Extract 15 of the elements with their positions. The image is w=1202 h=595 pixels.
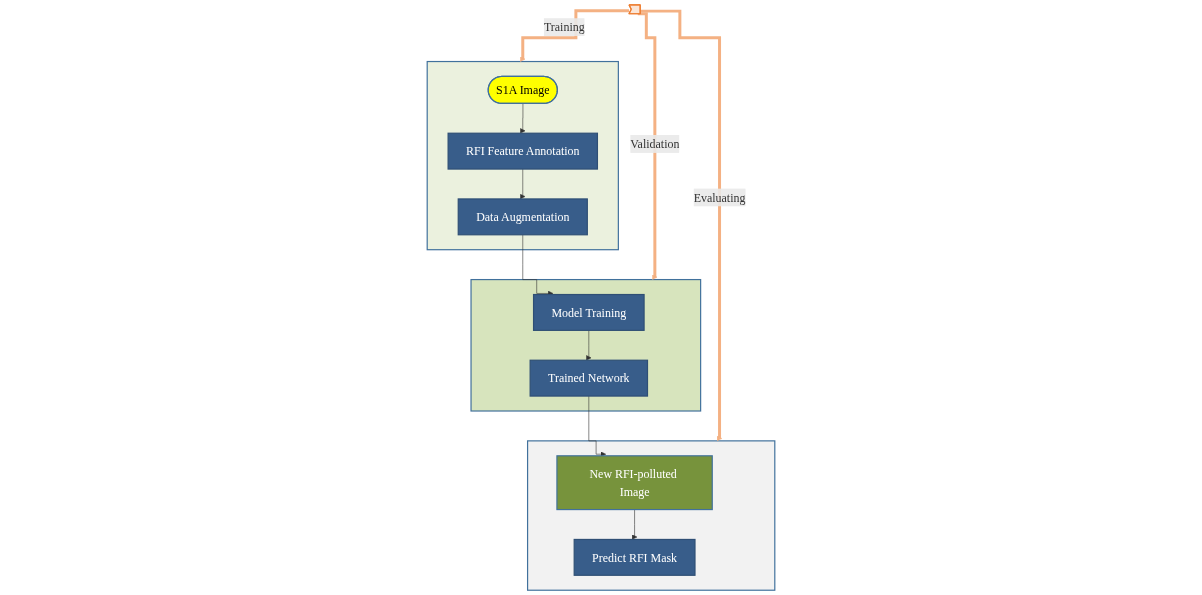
cluster bbox=[470, 279, 702, 412]
arrow bbox=[520, 9, 629, 62]
node-box: New RFI-polluted Image bbox=[556, 455, 713, 511]
node-box: Predict RFI Mask bbox=[573, 538, 696, 576]
edge-label: Training bbox=[543, 20, 585, 34]
cluster bbox=[527, 440, 776, 591]
cluster bbox=[426, 60, 619, 251]
node-box: Trained Network bbox=[529, 359, 649, 397]
node-box: Data Augmentation bbox=[457, 198, 588, 236]
node-box: RFI Feature Annotation bbox=[447, 132, 599, 170]
edge-label: Validation bbox=[630, 137, 680, 151]
edge-label: Evaluating bbox=[693, 190, 746, 204]
node-box: Model Training bbox=[532, 293, 645, 331]
arrow bbox=[640, 9, 723, 442]
arrow bbox=[637, 12, 658, 280]
